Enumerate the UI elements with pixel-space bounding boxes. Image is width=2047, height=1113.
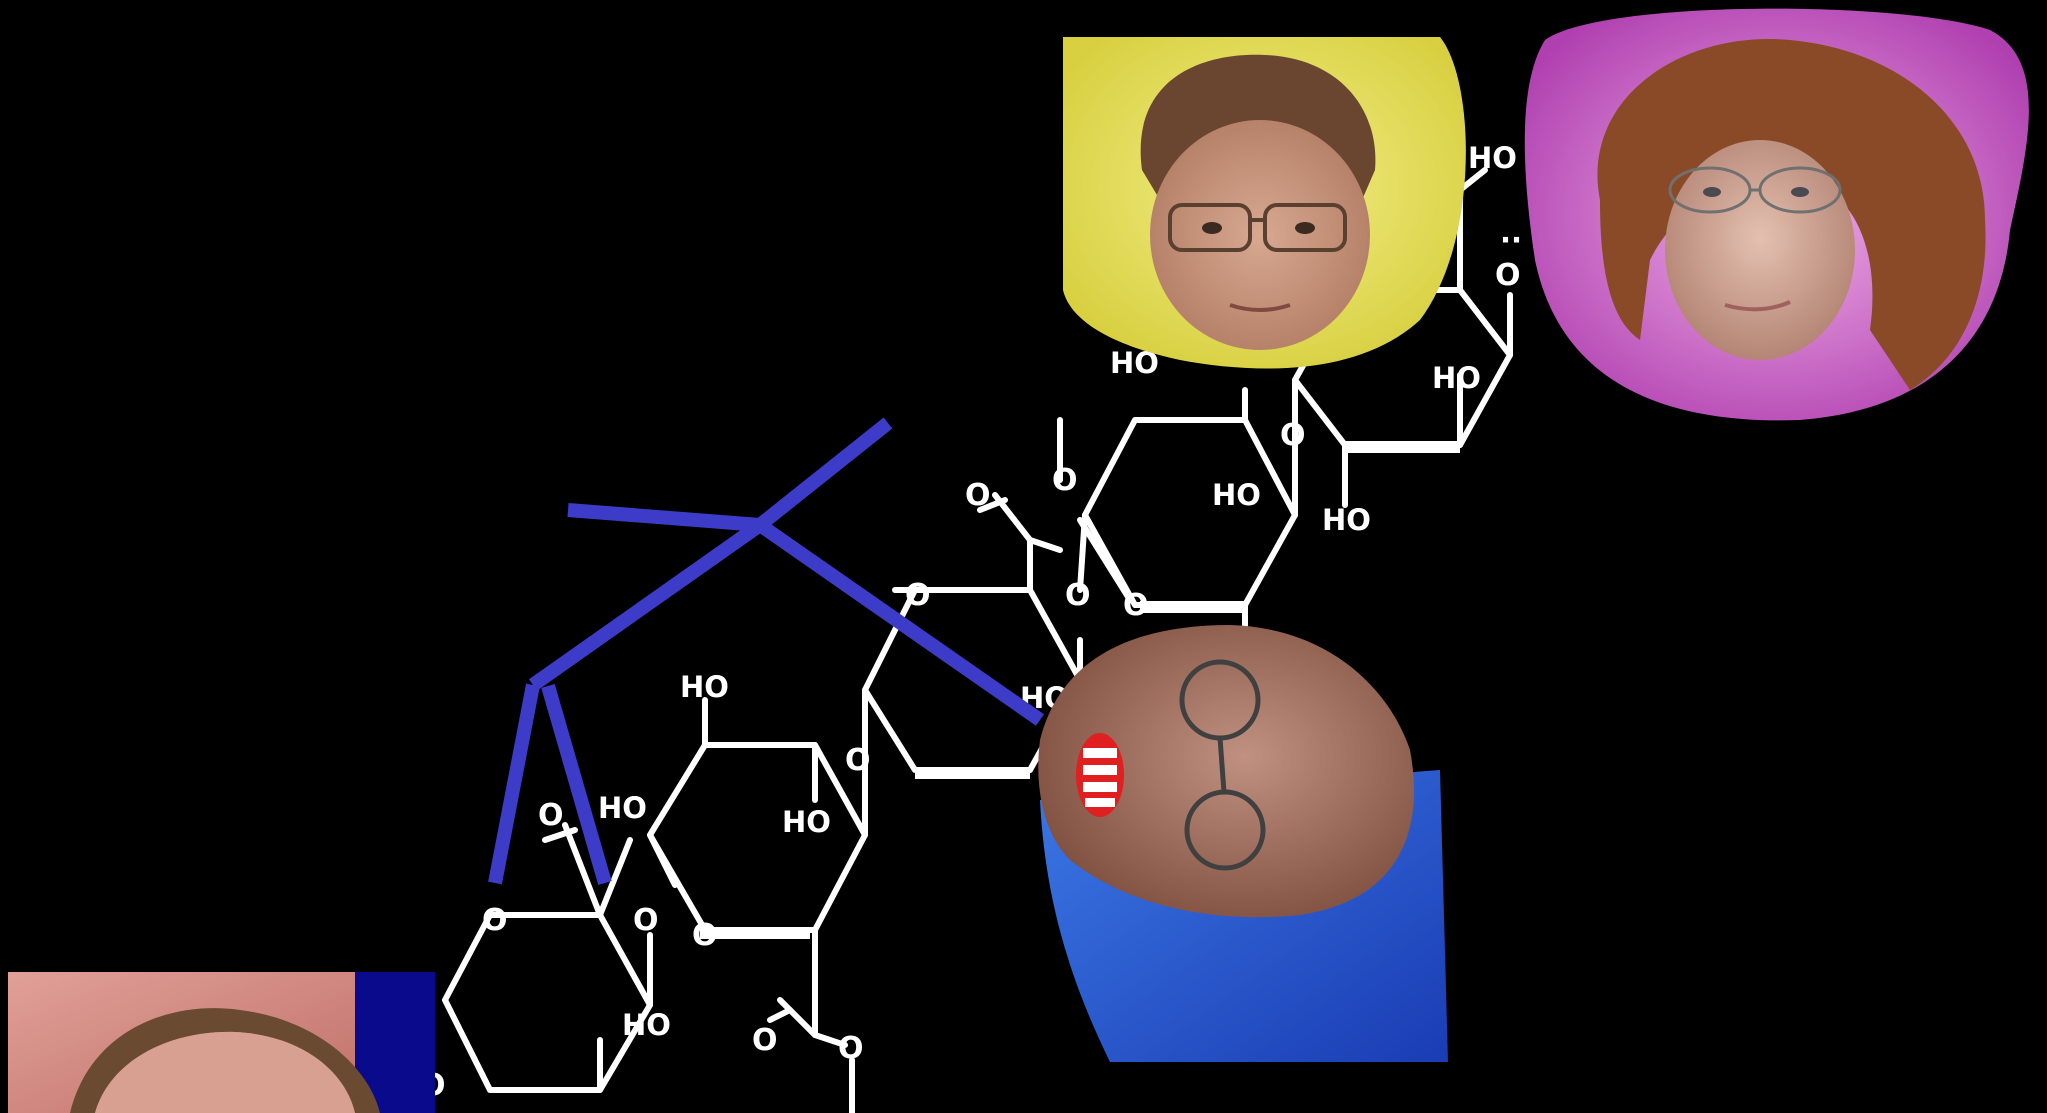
- sugar-ring-2: [647, 697, 868, 1113]
- label-o-3: O: [633, 903, 659, 938]
- label-ho-2: HO: [598, 791, 647, 825]
- hair-ring: [70, 1008, 380, 1113]
- label-ho-10: HO: [1468, 141, 1517, 175]
- sugar-ring-4: [1057, 387, 1298, 643]
- label-ho-1: HO: [622, 1008, 671, 1042]
- label-o-7: O: [838, 1031, 864, 1066]
- label-o-2: O: [538, 798, 564, 833]
- label-o-4: O: [692, 918, 718, 953]
- label-ho-3: HO: [680, 670, 729, 704]
- face-skin: [1150, 120, 1370, 350]
- label-o-8: O: [905, 578, 931, 613]
- label-ho-4: HO: [782, 805, 831, 839]
- molecule-labels: HO O O HO O O HO HO O O O O HO O O O O H…: [420, 141, 1522, 1103]
- glasses-lower: [1184, 789, 1266, 871]
- label-o-13: O: [1280, 418, 1306, 453]
- blue-line-2: [755, 417, 893, 531]
- face-skin: [1038, 625, 1415, 918]
- glasses-left: [1168, 203, 1252, 252]
- label-o-12: O: [1123, 588, 1149, 623]
- blue-line-1: [567, 503, 761, 532]
- label-o-5: O: [845, 743, 871, 778]
- label-o-1: O: [482, 903, 508, 938]
- label-o-9: O: [965, 478, 991, 513]
- blue-line-6: [541, 684, 612, 885]
- glasses-right: [1263, 203, 1347, 252]
- hair-auburn: [1597, 39, 1986, 390]
- label-o-14: O: [1495, 258, 1521, 293]
- label-ho-8: HO: [1322, 503, 1371, 537]
- label-o-6: O: [752, 1023, 778, 1058]
- label-ho-6: HO: [1212, 478, 1261, 512]
- label-o-10: O: [1052, 463, 1078, 498]
- blue-line-3: [755, 519, 1045, 726]
- label-dots: ··: [1500, 223, 1522, 257]
- label-o-11: O: [1065, 578, 1091, 613]
- label-ho-9: HO: [1432, 361, 1481, 395]
- blue-line-5: [488, 683, 540, 885]
- blue-line-4: [528, 519, 765, 691]
- sugar-ring-1: [442, 822, 653, 1093]
